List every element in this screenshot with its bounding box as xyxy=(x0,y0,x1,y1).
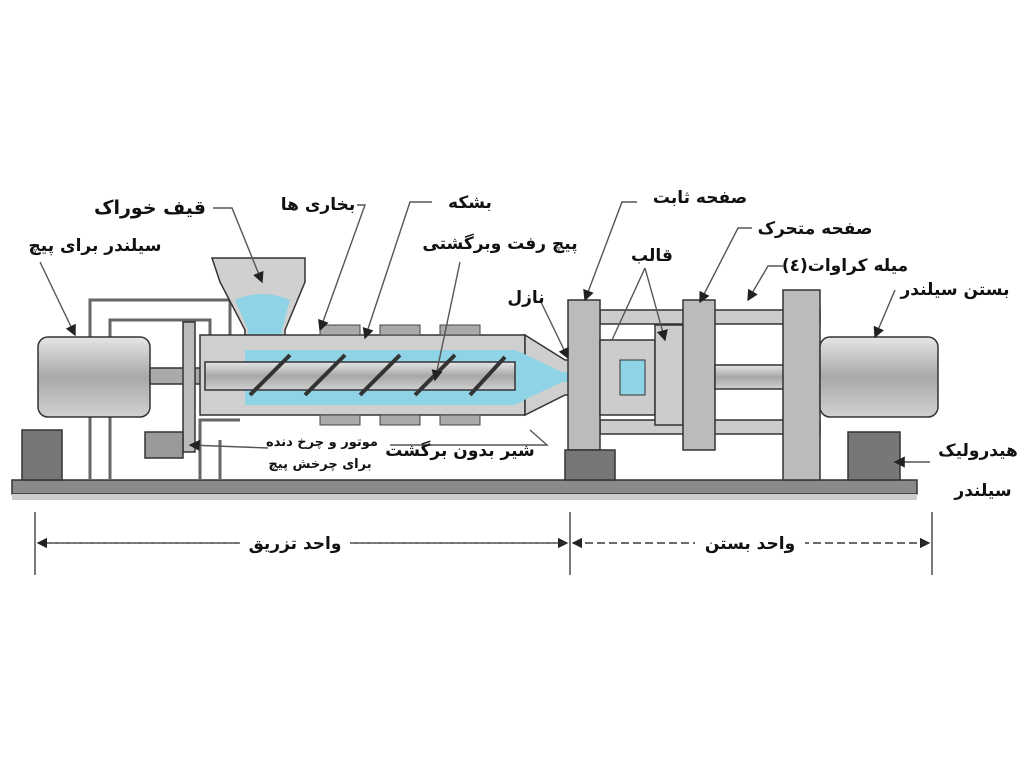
hydraulic-tank-left xyxy=(21,429,63,481)
platen-support xyxy=(564,449,616,481)
label-nozzle: نازل xyxy=(507,288,544,308)
label-motor-line2: برای چرخش پیچ xyxy=(268,457,371,472)
label-check-valve: شیر بدون برگشت xyxy=(385,440,535,461)
machine-base xyxy=(11,479,918,495)
reciprocating-screw xyxy=(204,361,516,391)
moving-platen xyxy=(682,299,716,451)
label-injection-unit: واحد تزریق xyxy=(249,534,342,554)
mold-cavity xyxy=(619,359,646,396)
gear-plate xyxy=(182,321,196,453)
label-moving-platen: صفحه متحرک xyxy=(758,219,873,239)
clamp-cylinder xyxy=(819,336,939,418)
label-clamping-unit: واحد بستن xyxy=(705,534,795,554)
label-screw-cylinder: سیلندر برای پیچ xyxy=(29,236,162,256)
label-fixed-platen: صفحه ثابت xyxy=(653,188,747,208)
fixed-platen xyxy=(567,299,601,451)
ground-hatch xyxy=(12,494,917,500)
label-feed-hopper: قیف خوراک xyxy=(94,197,206,219)
screw-flights xyxy=(248,353,507,397)
mold-moving-half xyxy=(654,324,684,426)
label-barrel: بشکه xyxy=(448,193,492,213)
melt-nozzle xyxy=(520,352,600,402)
label-hydraulic-line1: هیدرولیک xyxy=(938,441,1018,461)
label-mold: قالب xyxy=(631,246,673,266)
label-hydraulic-line2: سیلندر xyxy=(953,481,1011,501)
hydraulic-tank-right xyxy=(847,431,901,481)
label-motor-line1: موتور و چرخ دنده xyxy=(266,435,378,450)
heater-bands xyxy=(319,324,481,426)
label-heaters: بخاری ها xyxy=(281,195,355,215)
motor xyxy=(144,431,184,459)
injection-frame xyxy=(88,298,240,480)
label-clamp-cylinder: بستن سیلندر xyxy=(900,280,1010,300)
label-reciprocating-screw: پیچ رفت وبرگشتی xyxy=(422,233,577,254)
screw-cylinder xyxy=(37,336,151,418)
label-tie-bars: میله کراوات(٤) xyxy=(782,256,908,276)
leader-lines xyxy=(39,201,930,468)
rear-platen xyxy=(782,289,821,481)
